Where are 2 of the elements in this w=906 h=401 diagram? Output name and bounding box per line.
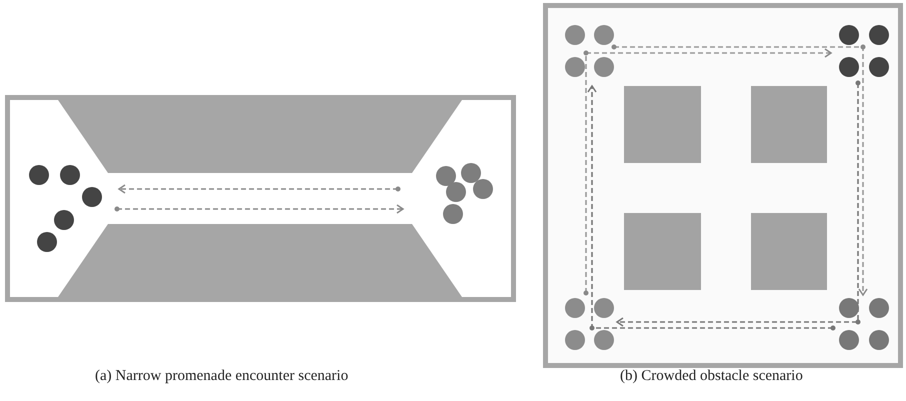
caption: (b) Crowded obstacle scenario — [620, 368, 803, 385]
caption: (a) Narrow promenade encounter scenario — [95, 368, 348, 385]
